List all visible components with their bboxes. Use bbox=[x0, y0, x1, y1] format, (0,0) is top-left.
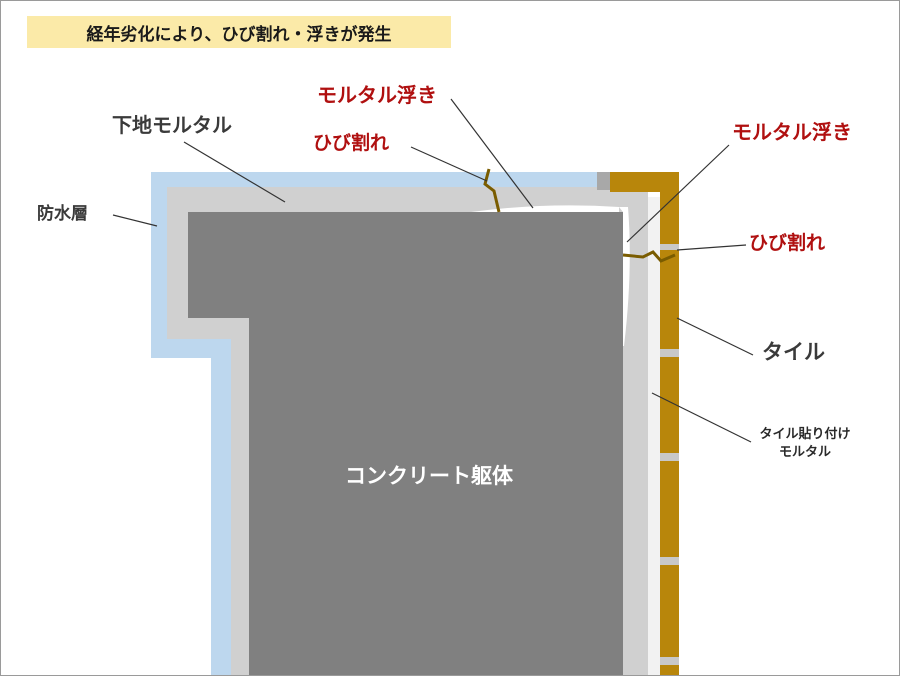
label-mortar-base: 下地モルタル bbox=[112, 113, 232, 137]
mortar-lift-gap-top bbox=[471, 205, 619, 212]
diagram-title: 経年劣化により、ひび割れ・浮きが発生 bbox=[27, 16, 451, 48]
label-tile: タイル bbox=[762, 340, 825, 364]
leader-tile-attach bbox=[651, 392, 752, 443]
tile-joint bbox=[660, 349, 679, 357]
label-waterproof: 防水層 bbox=[37, 204, 88, 224]
crack-right bbox=[622, 250, 676, 263]
label-mortar-lift-right: モルタル浮き bbox=[732, 120, 852, 144]
leader-mortar-lift-top bbox=[450, 98, 534, 209]
label-tile-attach-line2: モルタル bbox=[778, 445, 831, 460]
label-crack-top: ひび割れ bbox=[313, 132, 390, 154]
leader-crack-right bbox=[676, 244, 747, 251]
label-tile-attach-line1: タイル貼り付け bbox=[759, 427, 851, 442]
tile-joint bbox=[660, 557, 679, 565]
crack-top bbox=[483, 168, 501, 213]
leader-crack-top bbox=[410, 146, 488, 182]
tile-column bbox=[660, 172, 679, 675]
label-concrete-body: コンクリート躯体 bbox=[345, 464, 513, 488]
label-tile-attach-mortar: タイル貼り付け モルタル bbox=[749, 426, 861, 462]
concrete-body bbox=[188, 212, 623, 675]
leader-tile bbox=[676, 317, 754, 356]
tile-joint bbox=[660, 244, 679, 250]
leader-waterproof bbox=[112, 214, 158, 227]
tile-attach-mortar bbox=[648, 197, 660, 675]
leader-mortar-lift-right bbox=[626, 144, 730, 243]
tile-joint bbox=[660, 657, 679, 665]
label-crack-right: ひび割れ bbox=[749, 232, 826, 254]
mortar-cap bbox=[597, 172, 611, 190]
label-mortar-lift-top: モルタル浮き bbox=[317, 83, 437, 107]
tile-joint bbox=[660, 453, 679, 461]
leader-mortar-base bbox=[183, 141, 286, 203]
